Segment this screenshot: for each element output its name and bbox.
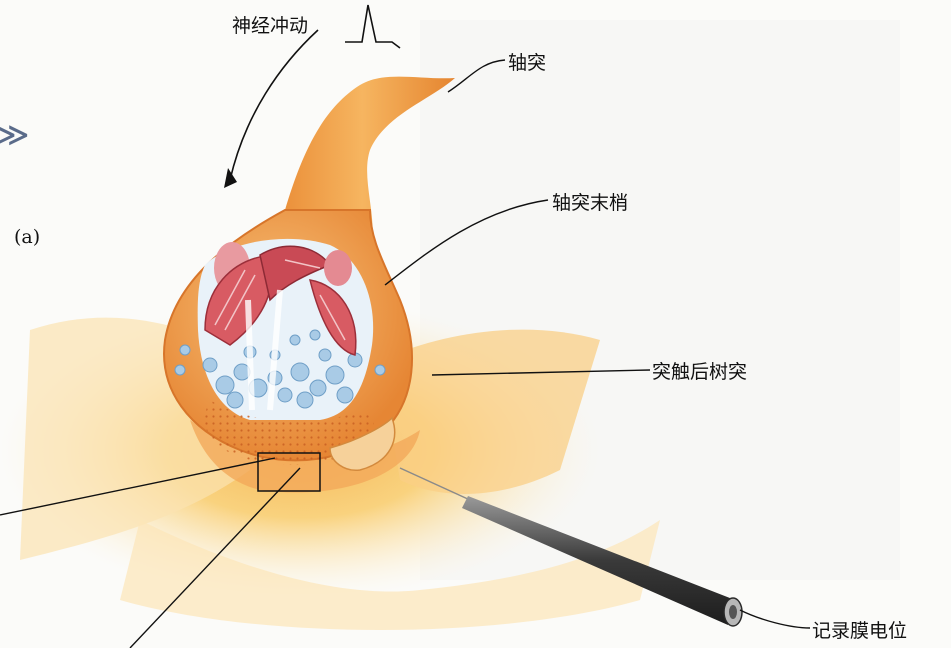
label-recording: 记录膜电位 (812, 616, 907, 643)
label-axon: 轴突 (508, 48, 546, 75)
label-nerve-impulse: 神经冲动 (232, 11, 308, 38)
panel-label: (a) (14, 226, 40, 248)
label-postsynaptic-dendrite: 突触后树突 (652, 357, 747, 384)
arrow-head-icon (224, 168, 237, 188)
label-axon-terminal: 轴突末梢 (552, 188, 628, 215)
action-potential-trace (345, 5, 400, 48)
edge-glyph: ≫ (0, 115, 30, 155)
